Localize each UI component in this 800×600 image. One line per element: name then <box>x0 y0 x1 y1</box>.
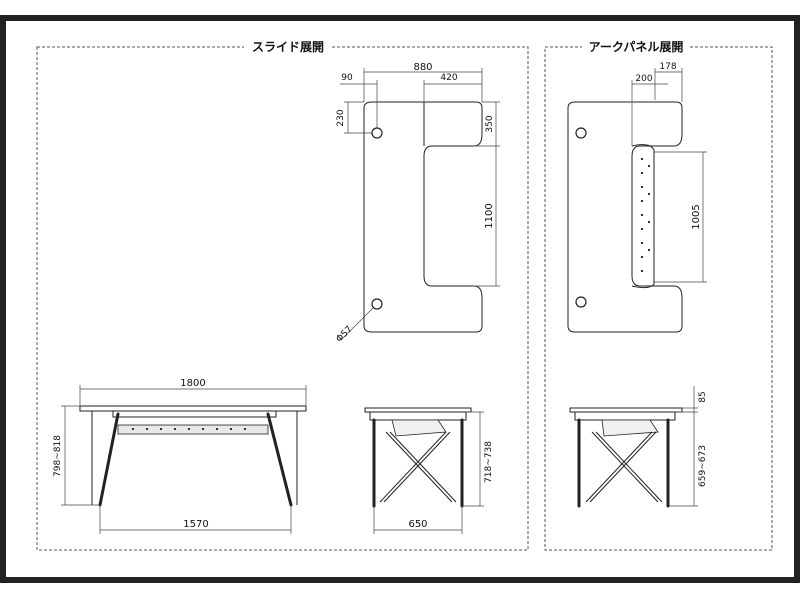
side-view-slide: 718~738 650 <box>364 407 494 534</box>
dim-718-738: 718~738 <box>484 441 494 483</box>
slide-top-view: 880 90 420 230 350 1100 Φ57 <box>334 62 500 345</box>
cable-hole-bottom <box>371 298 383 310</box>
arc-panel: アークパネル展開 178 200 <box>544 39 773 551</box>
dim-650: 650 <box>408 519 427 530</box>
dim-1100: 1100 <box>484 203 495 228</box>
dim-phi57: Φ57 <box>334 324 354 344</box>
dim-85: 85 <box>698 391 708 402</box>
slide-panel: スライド展開 880 90 420 230 <box>36 39 529 551</box>
dim-798-818: 798~818 <box>53 435 63 477</box>
sheet-border <box>0 15 800 583</box>
dim-1570: 1570 <box>183 519 208 530</box>
front-beam <box>117 424 269 435</box>
dim-420: 420 <box>440 73 457 83</box>
side-desktop <box>364 407 472 413</box>
arc-side-mechanism <box>601 419 659 437</box>
side-view-arc: 85 659~673 <box>569 386 708 508</box>
cable-hole-top <box>371 127 383 139</box>
arc-cable-hole-bottom <box>575 296 587 308</box>
arc-desktop-outline <box>567 101 683 333</box>
arc-panel-shape <box>631 144 655 289</box>
front-desktop <box>79 405 307 412</box>
slide-panel-title: スライド展開 <box>252 40 324 54</box>
arc-panel-title: アークパネル展開 <box>589 40 684 54</box>
arc-top-view: 178 200 1005 <box>567 62 707 333</box>
dim-880: 880 <box>413 62 432 73</box>
dim-1005: 1005 <box>691 204 702 229</box>
dim-230: 230 <box>336 109 346 126</box>
dim-90: 90 <box>341 73 353 83</box>
dim-1800: 1800 <box>180 378 205 389</box>
arc-cable-hole-top <box>575 127 587 139</box>
front-view: 1800 798~818 1570 <box>53 378 307 534</box>
arc-side-desktop <box>569 407 683 413</box>
dim-659-673: 659~673 <box>698 445 708 487</box>
dim-350: 350 <box>485 115 495 132</box>
desktop-outline <box>363 101 483 333</box>
front-leg-right <box>266 412 293 507</box>
side-mechanism <box>391 419 447 437</box>
dim-200: 200 <box>635 74 652 84</box>
dim-178: 178 <box>659 62 676 72</box>
front-leg-left <box>98 412 120 507</box>
